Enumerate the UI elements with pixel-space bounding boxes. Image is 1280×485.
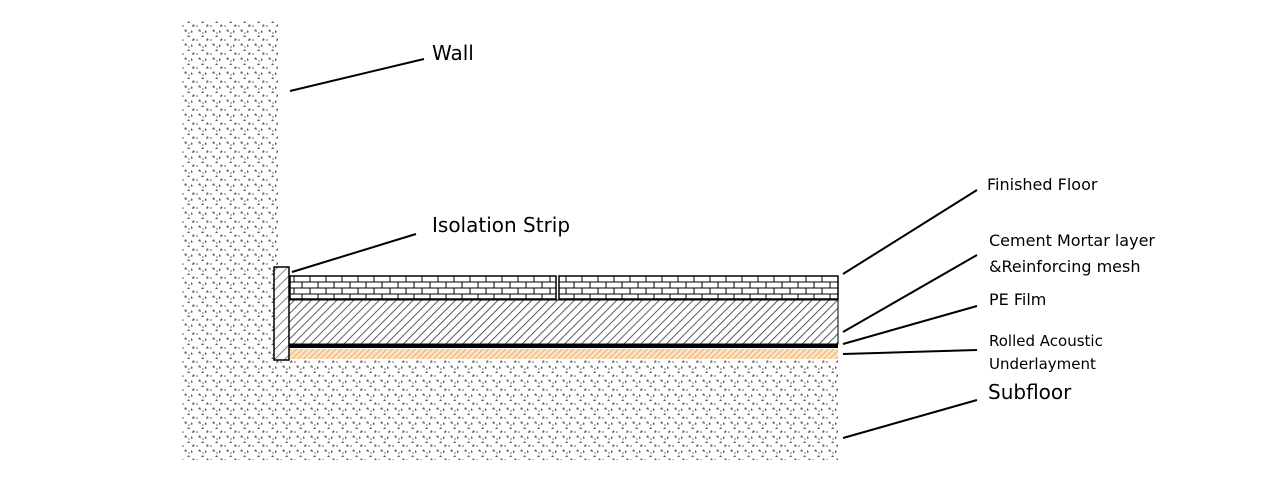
underlayment-label-line2: Underlayment bbox=[989, 355, 1096, 373]
underlayment-label-line1: Rolled Acoustic bbox=[989, 332, 1103, 350]
subfloor-body bbox=[278, 359, 838, 460]
wall-leader bbox=[289, 58, 425, 92]
wall-body bbox=[182, 20, 278, 460]
finished-floor-label: Finished Floor bbox=[987, 175, 1098, 194]
underlayment-layer bbox=[289, 349, 838, 359]
pe-film-leader bbox=[842, 305, 978, 345]
pe-film-label: PE Film bbox=[989, 290, 1046, 309]
cement-mortar-label-line2: &Reinforcing mesh bbox=[989, 257, 1140, 276]
underlayment-leader bbox=[842, 349, 978, 355]
cement-mortar-layer bbox=[288, 299, 839, 345]
finished-floor-leader bbox=[842, 189, 978, 275]
isolation-strip-label: Isolation Strip bbox=[432, 213, 570, 237]
wall-label: Wall bbox=[432, 41, 474, 65]
isolation-strip-leader bbox=[291, 233, 417, 273]
pe-film-layer bbox=[289, 344, 838, 348]
subfloor-leader bbox=[842, 399, 978, 439]
finished-floor-left bbox=[289, 275, 557, 300]
cement-mortar-leader bbox=[842, 254, 978, 333]
isolation-strip-body bbox=[273, 266, 290, 361]
subfloor-label: Subfloor bbox=[988, 380, 1072, 404]
finished-floor-right bbox=[558, 275, 839, 300]
cement-mortar-label-line1: Cement Mortar layer bbox=[989, 231, 1155, 250]
